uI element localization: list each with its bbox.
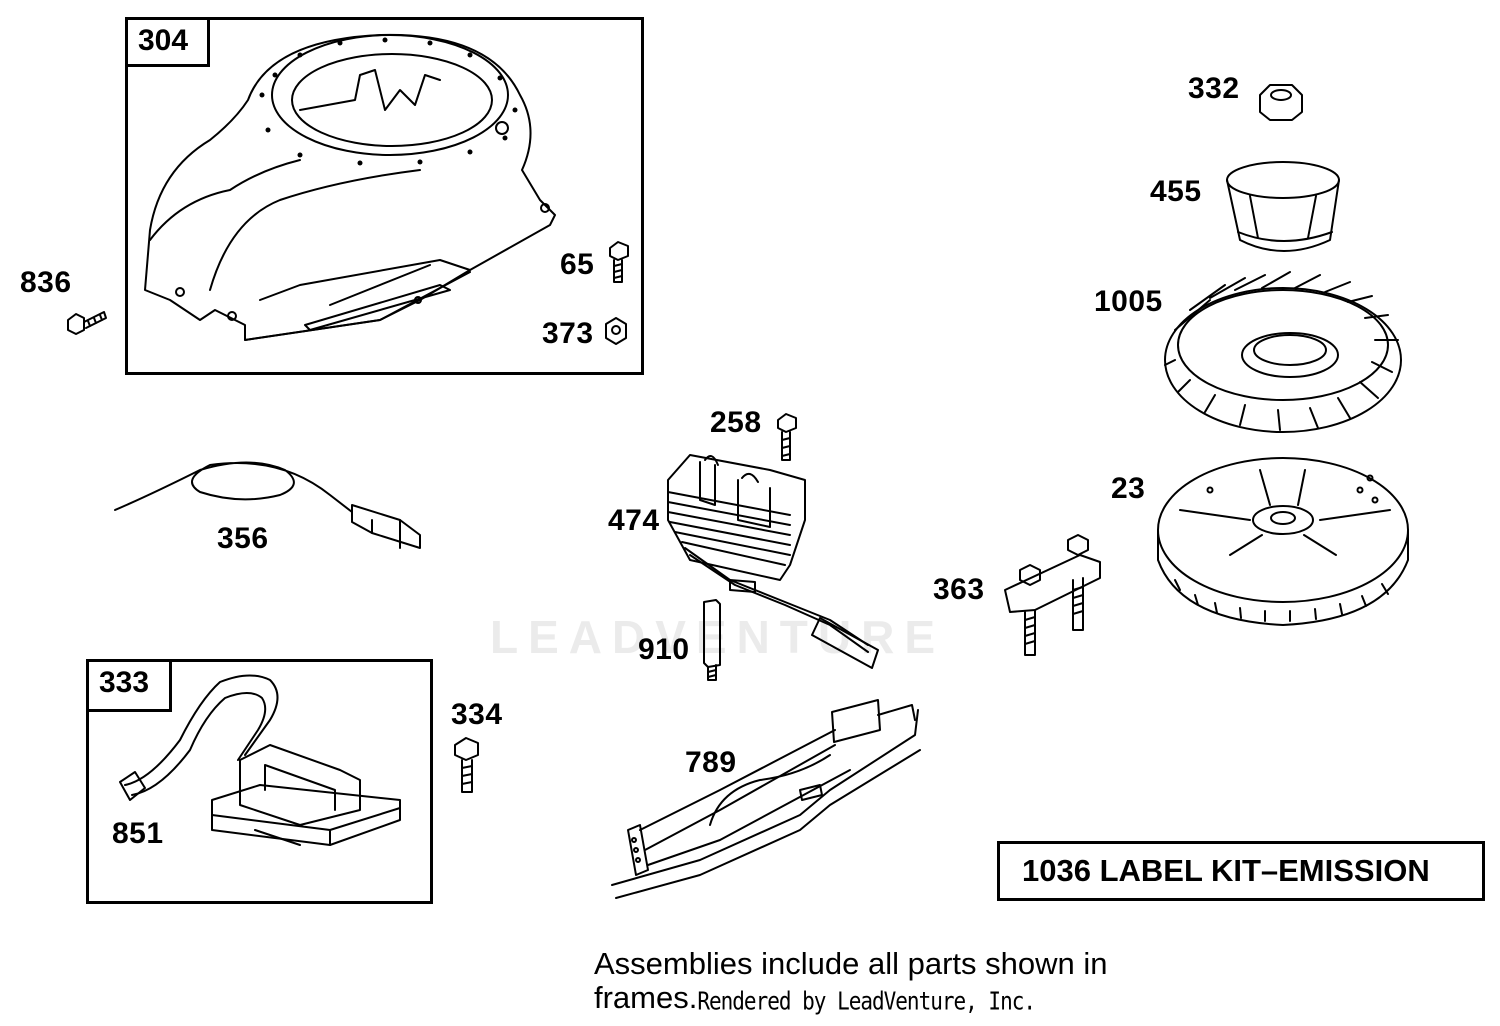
- part-label-455: 455: [1150, 175, 1202, 208]
- note-line-2: frames.Rendered by LeadVenture, Inc.: [594, 981, 1107, 1018]
- part-label-332: 332: [1188, 72, 1240, 105]
- part-label-373: 373: [542, 317, 594, 350]
- flywheel-23-drawing: [1157, 457, 1409, 626]
- assemblies-note: Assemblies include all parts shown in fr…: [594, 947, 1107, 1018]
- render-credit: Rendered by LeadVenture, Inc.: [697, 986, 1036, 1016]
- part-label-258: 258: [710, 406, 762, 439]
- wire-harness-789-drawing: [611, 699, 921, 899]
- part-label-789: 789: [685, 746, 737, 779]
- part-label-836: 836: [20, 266, 72, 299]
- blower-housing-drawing: [144, 33, 556, 341]
- spacer-910-drawing: [703, 599, 721, 681]
- alternator-474-drawing: [667, 454, 879, 669]
- blower-housing-frame: [125, 17, 644, 375]
- armature-frame: [86, 659, 433, 904]
- ground-wire-356-drawing: [114, 461, 421, 549]
- part-label-474: 474: [608, 504, 660, 537]
- part-label-910: 910: [638, 633, 690, 666]
- screw-334-drawing: [454, 737, 479, 793]
- label-kit-emission: 1036 LABEL KIT–EMISSION: [997, 841, 1485, 901]
- bolt-836-drawing: [67, 311, 107, 335]
- part-label-23: 23: [1111, 472, 1146, 505]
- part-label-356: 356: [217, 522, 269, 555]
- bracket-363-drawing: [1004, 534, 1101, 656]
- part-label-851: 851: [112, 817, 164, 850]
- screw-258-drawing: [777, 413, 797, 461]
- bolt-65-drawing: [609, 241, 629, 283]
- frame-tag-333: 333: [86, 659, 172, 712]
- armature-333-drawing: [119, 674, 401, 846]
- part-label-65: 65: [560, 248, 595, 281]
- part-label-363: 363: [933, 573, 985, 606]
- nut-332-drawing: [1259, 84, 1303, 121]
- part-label-334: 334: [451, 698, 503, 731]
- note-line-2-text: frames.: [594, 980, 698, 1015]
- part-label-1005: 1005: [1094, 285, 1163, 318]
- frame-tag-304: 304: [125, 17, 210, 67]
- nut-373-drawing: [605, 317, 627, 345]
- starter-cup-455-drawing: [1226, 161, 1340, 252]
- watermark: LEADVENTURE: [490, 611, 946, 663]
- fan-1005-drawing: [1164, 271, 1402, 433]
- note-line-1: Assemblies include all parts shown in: [594, 946, 1108, 981]
